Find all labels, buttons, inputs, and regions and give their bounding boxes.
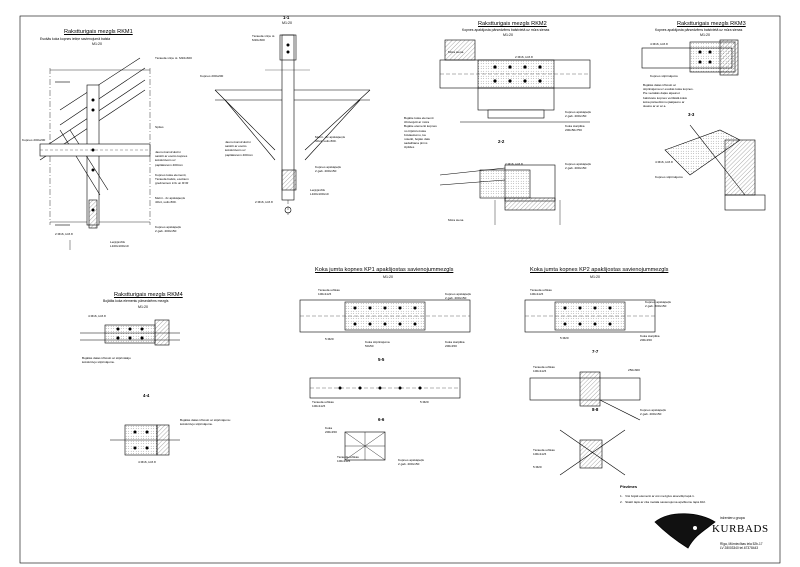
rkm2-cons-label: Kopnes apskāpeļis 2 gab. 200x150 [565,110,591,119]
kp1-scale: M1:20 [383,275,393,279]
rkm4-sec-title: 4-4 [143,393,150,398]
kp1-sec6-title: 6-6 [378,417,385,422]
notes-title: Piezīmes [620,484,638,489]
kp2-plate-label: Koka starplika 200x150 [640,334,660,343]
kp2-title: Koka jumta kopnes KP2 apakšjostas savien… [530,267,669,273]
rkm1-konsole-label: Kopnes apskāpeļis 2 gab. 200x150 [155,225,181,234]
rkm4-subtitle: Bojātās koka elementu pārsedzēms mezgls [103,299,169,303]
kp1-cons3-label: Kopnes apskāpeļis 2 gab. 200x150 [398,458,424,467]
kurbads-logo [654,513,716,549]
rkm3-title: Rakstturigais mezgls RKM3 [677,21,746,27]
rkm1-rod-label: Tērauda vītņu st. M16x300 [155,56,192,60]
rkm1-note3: Melnī - 2x apskāpeņis 40x4, solis 800. [155,196,186,205]
kp1-rod3-label: Tērauda uzlikas 100x11x5 [337,455,359,464]
rkm4-bolts-label: 4 M16, kl.8.8 [88,314,106,318]
kp2-sec8-title: 8-8 [592,407,599,412]
rkm1-title: Rakstturigais mezgls RKM1 [64,29,133,35]
kp1-sec5-title: 5-5 [378,357,385,362]
rkm4-bolts2-label: 4 M16, kl.8.8 [138,460,156,464]
rkm1-drawing [39,57,151,250]
kp2-cons2-label: Kopnes apskāpeļis 2 gab. 200x150 [640,408,666,417]
rkm1-splices-label: Spīles [155,125,164,129]
kp2-sec7-title: 7-7 [592,349,599,354]
kp1-bolt-label: Koka stiprinājuma 50x50 [365,340,390,349]
company-name: KURBADS [712,523,769,535]
rkm4-note2: Bojātās dalas izbūvēt ar stiprinājumu ko… [180,418,231,427]
kp2-d1-label: 250x300 [628,368,640,372]
rkm1-kopnes-label: Kopnes 200x200 [22,138,46,142]
rkm4-title: Rakstturigais mezgls RKM4 [114,292,183,298]
company-address: Rīga, Mūrniecības iela 52b-17 LV 2800334… [720,542,763,551]
kp2-rod-label: Tērauda uzlikas 100x11x5 [530,288,552,297]
rkm4-drawing [80,319,180,456]
rkm2-sec-title: 2-2 [498,139,505,144]
rkm2-scale: M1:20 [503,33,513,37]
kp2-scale: M1:20 [590,275,600,279]
section-1-1-drawing [214,34,371,215]
kp1-title: Koka jumta kopnes KP1 apakšjostas savien… [315,267,454,273]
rkm2-wall-label: Mūra siena [448,50,464,54]
rkm2-wall2-label: Mūra siena [448,218,464,222]
kp1-rod2-label: Tērauda uzlikas 100x11x5 [312,400,334,409]
notes-item-1: 1. Visi bojāti elementi ar ēst mezglus a… [620,494,695,498]
rkm2-note: Bojātie koka elementi izbūvējuši ar mūra… [404,116,437,150]
rkm3-drawing [641,39,766,211]
rkm3-cons2-label: Kopnes stiprinājums [655,175,683,179]
rkm2-bolts2-label: 2 M16, kl.8.8 [505,162,523,166]
kp1-plate-label: Koka starplika 200x150 [445,340,465,349]
kp2-n1-label: 5 M20 [560,336,569,340]
kp1-w-label: Koka 200x150 [325,426,337,435]
rkm2-title: Rakstturigais mezgls RKM2 [478,21,547,27]
s11-angle-label: Leņķprofils L100x100x10 [310,188,329,197]
kp1-cons-label: Kopnes apskāpeļis 2 gab. 200x150 [445,292,471,301]
s11-rod-label: Tērauda vītņu st. M16x300 [252,34,276,43]
kp1-rod-label: Tērauda uzlikas 100x11x5 [318,288,340,297]
s11-top-label: Kopnes 200x200 [200,74,224,78]
notes-item-2: 2. Skatīt lapā ar cita metāla savienojum… [620,500,706,504]
sheet-frame [19,15,781,564]
rkm2-cons2-label: Kopnes apskāpeļis 2 gab. 200x150 [565,162,591,171]
rkm1-angle-label: Leņķprofils L100x100x10 [110,240,129,249]
rkm1-note2: Kopnes koka elementi, Tērauda balsts, es… [155,173,189,186]
rkm3-subtitle: Kopnes apakšjosta pārsedzēms balstvietā … [655,28,743,32]
rkm1-subtitle: Esošās koka kopnes ietiņe savienojumā ba… [40,37,111,41]
s11-note2: Melnī - 2x apskāpeņis 40x4, solis 800. [315,135,346,144]
rkm2-plate-label: Koka starplika 200x50x750 [565,124,585,133]
rkm1-scale: M1:20 [92,42,102,46]
rkm3-note: Bojātās dalas izbūvēt ar stiprinājuma uz… [643,83,694,108]
section-1-1-title: 1-1 [283,15,290,20]
kp1-n1-label: 5 M20 [325,337,334,341]
section-1-1-scale: M1:20 [282,21,292,25]
rkm3-scale: M1:20 [700,33,710,37]
kp2-rod3-label: Tērauda uzlikas 100x11x5 [533,448,555,457]
rkm1-note1: Jaunu konstrukcīvi saistīti ar esošo kop… [155,150,188,167]
kp2-rod2-label: Tērauda uzlikas 100x11x5 [533,365,555,374]
rkm4-note: Bojātās dalas izbūvēt ar stiprinātāju ko… [82,356,131,365]
kp1-drawing [299,299,471,461]
rkm2-bolts-label: 2 M16, kl.8.8 [515,55,533,59]
kp2-drawing [524,299,656,476]
rkm3-sec-title: 3-3 [688,112,695,117]
rkm4-scale: M1:20 [138,305,148,309]
s11-konsole-label: Kopnes apskāpeļis 2 gab. 200x150 [315,165,341,174]
rkm3-cons-label: Kopnes stiprinājums [650,74,678,78]
s11-note1: Jaunu konstrukcīvi saistīti ar esošo kok… [225,140,253,157]
rkm3-bolts2-label: 4 M16, kl.8.8 [655,160,673,164]
rkm1-bolts-label: 2 M16, kl.8.8 [55,232,73,236]
kp1-n2-label: 5 M20 [420,400,429,404]
company-tagline: inženieru grupa [720,516,745,520]
rkm3-bolts-label: 4 M16, kl.8.8 [650,42,668,46]
s11-bolts-label: 2 M16, kl.8.8 [255,200,273,204]
rkm2-subtitle: Kopnes apakšjosta pārsedzēms balstvietā … [462,28,550,32]
kp2-cons-label: Kopnes apskāpeļis 2 gab. 200x150 [645,300,671,309]
kp2-n3-label: 5 M20 [533,465,542,469]
rkm2-drawing [439,39,591,225]
